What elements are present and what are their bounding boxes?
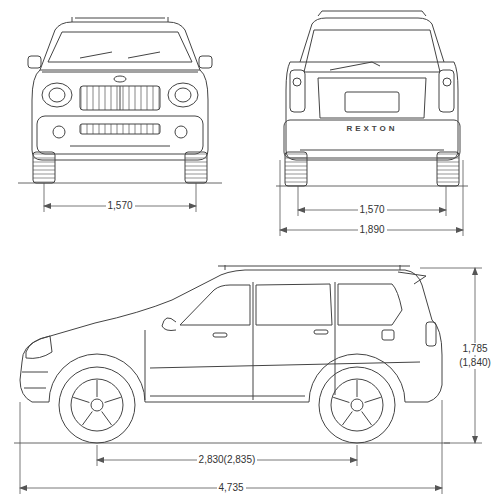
rear-view-part [437,152,459,186]
wheel-spoke [362,412,372,426]
side-view-part [14,443,450,444]
rear-dimensions [280,160,463,236]
rear-view-part [290,70,305,112]
rear-view-part [318,11,426,16]
front-view-part [80,124,160,134]
rear-view-part [439,70,454,112]
wheel-set-part [351,399,363,411]
front-view-part [70,146,170,147]
rear-view-part [300,18,444,62]
front-view-part [120,86,121,110]
wheel-spoke [333,397,349,402]
side-view-part [150,396,305,397]
rear-view-part [443,78,451,86]
tailgate-badge: REXTON [346,124,397,134]
rear-view-part [345,92,399,112]
side-view-part [213,333,227,337]
dimension-label: 2,830(2,835) [197,454,258,466]
rear-dimensions-part [280,160,463,236]
side-view-part [26,336,52,358]
side-view-part [398,272,426,284]
wheel-set-part [319,367,395,443]
wheel-spoke [105,397,121,402]
front-view-part [114,76,126,82]
side-view-part [150,362,420,368]
front-view-part [42,72,198,73]
front-view-part [28,56,41,68]
wheel-spoke [82,412,92,426]
dimension-label: 1,570 [106,200,135,212]
rear-view-part [284,120,460,158]
front-view-part [53,126,65,138]
front-view-part [48,32,192,62]
side-view-part [314,330,328,334]
front-view-part [80,52,160,58]
front-view-part [33,152,55,183]
wheel-set [59,367,395,443]
wheel-spoke [365,397,381,402]
front-view-part [49,88,65,102]
front-view-part [185,152,207,183]
front-view-part [42,83,72,107]
dimension-label: 1,785 [461,343,490,355]
wheel-set-part [91,399,103,411]
rear-view [276,11,468,186]
dimension-label: 1,570 [358,204,387,216]
wheel-set-part [71,379,123,431]
rear-view-part [286,62,458,160]
rear-view-part [300,150,444,151]
dimension-label: (1,840) [457,357,493,369]
rear-view-part [318,78,426,118]
rear-view-part [285,152,307,186]
front-view-part [75,18,165,19]
front-view-part [72,17,168,22]
dimension-label: 4,735 [217,482,246,494]
rear-view-part [304,30,440,72]
front-view-part [168,83,198,107]
wheel-spoke [357,380,358,397]
front-view-part [37,116,203,154]
wheel-set-part [59,367,135,443]
wheel-spoke [73,397,89,402]
side-dimensions-part [475,268,476,443]
side-view-part [256,284,332,325]
front-view-part [40,22,200,70]
rear-view-part [293,78,301,86]
side-view-part [338,284,402,325]
side-view-part [218,265,410,270]
front-view-part [32,70,208,160]
side-dimensions-part [20,400,442,494]
side-view-part [145,282,335,400]
side-view-part [426,322,436,346]
front-view-part [175,126,187,138]
front-dimension [44,183,196,212]
rear-view-part [330,62,380,70]
side-view-part [162,318,176,331]
side-view-part [20,270,442,402]
wheel-set-part [331,379,383,431]
side-view [14,265,450,443]
dimension-label: 1,890 [358,224,387,236]
side-dimensions-part [420,268,482,443]
wheel-spoke [102,412,112,426]
wheel-spoke [97,380,98,397]
wheel-spoke [342,412,352,426]
front-view-part [175,88,191,102]
front-dimension-part [44,183,196,212]
side-view-part [22,372,48,388]
side-dimensions [20,268,482,494]
front-view [18,17,222,183]
front-view-part [199,56,212,68]
side-view-part [382,330,394,340]
front-view-part [80,86,160,110]
side-view-part [180,285,250,325]
